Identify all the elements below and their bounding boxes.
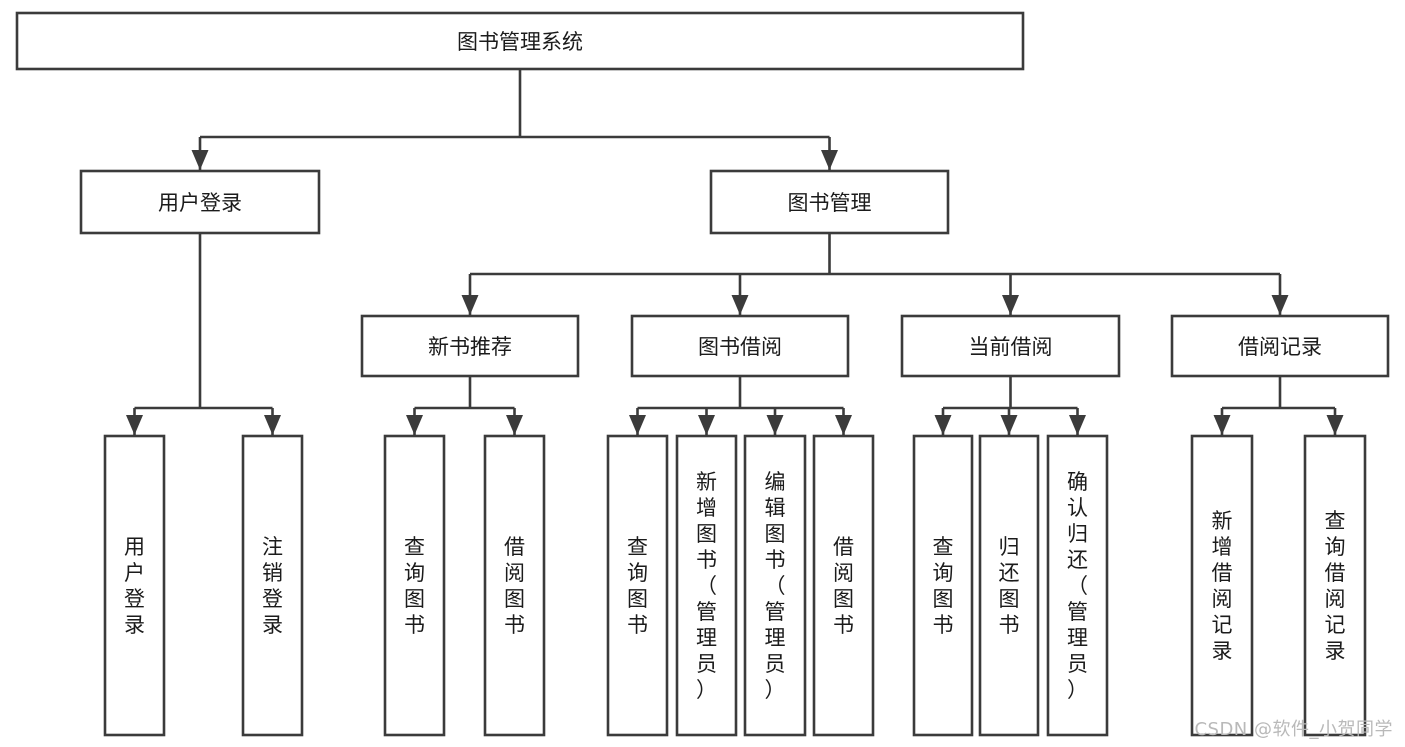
arrow-head-icon xyxy=(191,150,209,170)
node-leaf-borrow-book-2[interactable]: 借阅图书 xyxy=(812,434,875,737)
node-current-borrow[interactable]: 当前借阅 xyxy=(900,314,1121,378)
node-leaf-query-book-1-box[interactable] xyxy=(383,434,446,737)
arrow-head-icon xyxy=(1002,295,1019,315)
arrow-head-icon xyxy=(506,415,523,435)
node-leaf-borrow-book-1-label: 借阅图书 xyxy=(504,535,525,637)
node-leaf-logout-login[interactable]: 注销登录 xyxy=(241,434,304,737)
node-book-manage-label: 图书管理 xyxy=(788,191,872,215)
node-book-borrow[interactable]: 图书借阅 xyxy=(630,314,850,378)
node-leaf-query-borrow-record[interactable]: 查询借阅记录 xyxy=(1303,434,1367,737)
node-leaf-add-borrow-record-label: 新增借阅记录 xyxy=(1212,509,1233,663)
node-leaf-logout-login-box[interactable] xyxy=(241,434,304,737)
arrow-head-icon xyxy=(1326,415,1344,435)
node-leaf-return-book-label: 归还图书 xyxy=(999,535,1020,637)
arrow-head-icon xyxy=(1069,415,1086,435)
arrow-head-icon xyxy=(698,415,715,435)
arrow-head-icon xyxy=(264,415,281,435)
node-leaf-confirm-return-admin[interactable]: 确认归还（管理员） xyxy=(1046,434,1109,737)
node-leaf-return-book-box[interactable] xyxy=(978,434,1040,737)
arrow-head-icon xyxy=(1271,295,1289,315)
arrow-head-icon xyxy=(126,415,143,435)
node-leaf-user-login-label: 用户登录 xyxy=(124,535,145,637)
arrow-head-icon xyxy=(766,415,784,435)
node-leaf-borrow-book-1[interactable]: 借阅图书 xyxy=(483,434,546,737)
connector-layer xyxy=(126,69,1344,435)
node-leaf-add-book-admin-box[interactable] xyxy=(675,434,738,737)
arrow-head-icon xyxy=(629,415,646,435)
node-leaf-add-borrow-record[interactable]: 新增借阅记录 xyxy=(1190,434,1254,737)
arrow-head-icon xyxy=(1000,415,1018,435)
node-new-book-recommend[interactable]: 新书推荐 xyxy=(360,314,580,378)
node-leaf-add-book-admin[interactable]: 新增图书（管理员） xyxy=(675,434,738,737)
node-leaf-user-login-box[interactable] xyxy=(103,434,166,737)
node-leaf-query-book-1-label: 查询图书 xyxy=(404,535,425,637)
watermark-text: CSDN @软件_小贺同学 xyxy=(1194,719,1393,740)
node-leaf-edit-book-admin[interactable]: 编辑图书（管理员） xyxy=(743,434,807,737)
node-leaf-return-book[interactable]: 归还图书 xyxy=(978,434,1040,737)
node-leaf-query-borrow-record-label: 查询借阅记录 xyxy=(1325,509,1346,663)
arrow-head-icon xyxy=(406,415,423,435)
node-user-login[interactable]: 用户登录 xyxy=(79,169,321,235)
node-borrow-record[interactable]: 借阅记录 xyxy=(1170,314,1390,378)
node-current-borrow-label: 当前借阅 xyxy=(969,335,1053,359)
node-leaf-borrow-book-1-box[interactable] xyxy=(483,434,546,737)
node-leaf-add-book-admin-label: 新增图书（管理员） xyxy=(696,470,717,702)
node-root-box[interactable] xyxy=(15,11,1025,71)
arrow-head-icon xyxy=(1213,415,1231,435)
arrow-head-icon xyxy=(461,295,479,315)
node-root[interactable]: 图书管理系统 xyxy=(15,11,1025,71)
arrow-head-icon xyxy=(731,295,749,315)
node-leaf-query-borrow-record-box[interactable] xyxy=(1303,434,1367,737)
node-leaf-query-book-2-label: 查询图书 xyxy=(627,535,648,637)
node-borrow-record-box[interactable] xyxy=(1170,314,1390,378)
node-current-borrow-box[interactable] xyxy=(900,314,1121,378)
node-leaf-borrow-book-2-label: 借阅图书 xyxy=(833,535,854,637)
node-leaf-query-book-2-box[interactable] xyxy=(606,434,669,737)
node-leaf-query-book-3[interactable]: 查询图书 xyxy=(912,434,974,737)
node-new-book-recommend-box[interactable] xyxy=(360,314,580,378)
node-leaf-query-book-1[interactable]: 查询图书 xyxy=(383,434,446,737)
node-leaf-borrow-book-2-box[interactable] xyxy=(812,434,875,737)
node-user-login-label: 用户登录 xyxy=(158,191,242,215)
node-leaf-edit-book-admin-label: 编辑图书（管理员） xyxy=(765,470,786,702)
node-borrow-record-label: 借阅记录 xyxy=(1238,335,1322,359)
node-leaf-query-book-3-box[interactable] xyxy=(912,434,974,737)
node-leaf-confirm-return-admin-label: 确认归还（管理员） xyxy=(1067,470,1088,702)
node-book-borrow-box[interactable] xyxy=(630,314,850,378)
node-leaf-query-book-2[interactable]: 查询图书 xyxy=(606,434,669,737)
arrow-head-icon xyxy=(934,415,952,435)
arrow-head-icon xyxy=(821,150,838,170)
node-leaf-confirm-return-admin-box[interactable] xyxy=(1046,434,1109,737)
node-root-label: 图书管理系统 xyxy=(457,30,583,54)
node-book-manage[interactable]: 图书管理 xyxy=(709,169,950,235)
node-new-book-recommend-label: 新书推荐 xyxy=(428,335,512,359)
node-leaf-query-book-3-label: 查询图书 xyxy=(933,535,954,637)
node-layer: 图书管理系统用户登录图书管理新书推荐图书借阅当前借阅借阅记录用户登录注销登录查询… xyxy=(15,11,1390,737)
arrow-head-icon xyxy=(835,415,852,435)
node-leaf-add-borrow-record-box[interactable] xyxy=(1190,434,1254,737)
node-leaf-logout-login-label: 注销登录 xyxy=(262,535,283,637)
node-user-login-box[interactable] xyxy=(79,169,321,235)
node-leaf-edit-book-admin-box[interactable] xyxy=(743,434,807,737)
node-book-borrow-label: 图书借阅 xyxy=(698,335,782,359)
node-leaf-user-login[interactable]: 用户登录 xyxy=(103,434,166,737)
node-book-manage-box[interactable] xyxy=(709,169,950,235)
